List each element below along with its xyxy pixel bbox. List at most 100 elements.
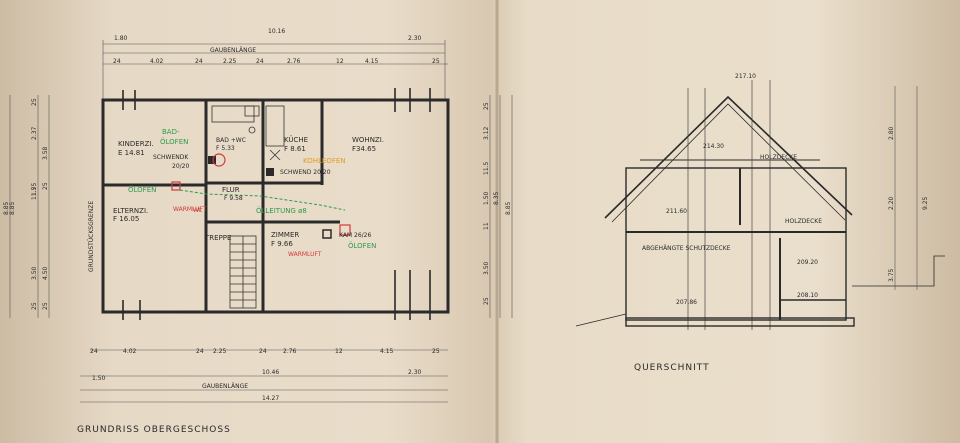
bottom-chain-6: 12 (335, 348, 343, 355)
right-dim-5: 3.50 (483, 261, 490, 275)
oil-line (179, 189, 346, 211)
left-dim-2: 3.58 (42, 146, 49, 160)
kitchen-fixtures (265, 105, 285, 161)
top-chain-0: 24 (113, 58, 121, 65)
room-zimmer-area: F 9.66 (271, 240, 293, 248)
annot-oelofen-left: ÖLOFEN (128, 185, 156, 194)
room-flur-label: FLUR (222, 186, 240, 194)
left-dim-11: 8.85 (9, 201, 16, 215)
room-wohn-area: F34.65 (352, 145, 376, 153)
top-left-dim: 1.80 (114, 35, 128, 42)
right-dim-1: 3.12 (483, 126, 490, 140)
red-marker-kam-icon (339, 224, 351, 236)
left-dim-1: 2.37 (31, 126, 38, 140)
bottom-total-dim: 10.46 (262, 369, 279, 376)
bottom-right-dim: 2.30 (408, 369, 422, 376)
sec-dim-1: 2.20 (888, 196, 895, 210)
level-5: 207.86 (676, 299, 697, 306)
sec-dim-2: 3.75 (888, 268, 895, 282)
left-dim-5: 11.5 (31, 186, 38, 200)
left-dim-3: 25 (42, 182, 49, 190)
sec-dim-3: 9.25 (922, 196, 929, 210)
bottom-chain-3: 2.25 (213, 348, 227, 355)
level-1: 214.30 (703, 143, 724, 150)
label-holzdecke-2: HOLZDECKE (785, 218, 822, 225)
level-0: 217.10 (735, 73, 756, 80)
room-bad-label: BAD +WC (216, 137, 246, 144)
plan-title: GRUNDRISS OBERGESCHOSS (77, 425, 231, 435)
top-chain-2: 24 (195, 58, 203, 65)
top-chain-8: 25 (432, 58, 440, 65)
right-dim-8: 8.85 (505, 201, 512, 215)
room-kueche-area: F 8.61 (284, 145, 306, 153)
bottom-overall-dim: 14.27 (262, 395, 279, 402)
level-2: 211.60 (666, 208, 687, 215)
annot-warmluft: WARMLUFT (173, 206, 207, 213)
annot-oelleitung: ÖLLEITUNG ø8 (256, 206, 307, 215)
left-dim-6: 3.50 (31, 266, 38, 280)
label-schutzdecke: ABGEHÄNGTE SCHUTZDECKE (642, 245, 731, 252)
annot-warmluft2: WARMLUFT (288, 251, 322, 258)
room-kinder-area: E 14.81 (118, 149, 145, 157)
annot-wl: WL (193, 207, 203, 214)
bottom-gaube-label: GAUBENLÄNGE (202, 383, 248, 390)
annot-oelofen-right: ÖLOFEN (348, 241, 376, 250)
level-3: 209.20 (797, 259, 818, 266)
side-label: GRUNDSTÜCKSGRENZE (88, 201, 95, 272)
room-kueche-label: KÜCHE (284, 135, 308, 144)
annot-kohle: KOHLEOFEN (303, 157, 346, 165)
bottom-left-dim: 1.50 (92, 375, 106, 382)
left-dim-10: 8.85 (3, 201, 10, 215)
annot-bad: BAD- (162, 128, 180, 136)
right-dim-6: 25 (483, 297, 490, 305)
chimney-kam-icon (322, 229, 332, 239)
room-eltern-label: ELTERNZI. (113, 207, 148, 215)
label-holzdecke-1: HOLZDECKE (760, 154, 797, 161)
schwend-size: 20/20 (172, 163, 189, 170)
left-dim-8: 25 (31, 302, 38, 310)
room-kinder-label: KINDERZI. (118, 140, 154, 148)
chimney-kitchen-icon (266, 168, 274, 176)
bottom-chain-1: 4.02 (123, 348, 137, 355)
section-title: QUERSCHNITT (634, 363, 710, 373)
room-zimmer-label: ZIMMER (271, 231, 299, 239)
top-gaube-label: GAUBENLÄNGE (210, 47, 256, 54)
left-dim-9: 25 (42, 302, 49, 310)
bottom-chain-4: 24 (259, 348, 267, 355)
top-total-dim: 10.16 (268, 28, 285, 35)
top-chain-1: 4.02 (150, 58, 164, 65)
bottom-dimension-chain: 24 4.02 24 2.25 24 2.76 12 4.15 25 (90, 348, 440, 355)
kam-label: KAM 26/26 (339, 232, 371, 239)
right-dim-3: 1.50 (483, 191, 490, 205)
left-dim-0: 25 (31, 98, 38, 106)
right-dim-7: 8.35 (493, 191, 500, 205)
chimney-schwend-icon (208, 156, 216, 164)
schwend-label: SCHWENDK (153, 154, 189, 161)
bathroom-fixtures (211, 105, 260, 134)
bottom-chain-8: 25 (432, 348, 440, 355)
bottom-chain-0: 24 (90, 348, 98, 355)
top-chain-6: 12 (336, 58, 344, 65)
right-dim-2: 11.5 (483, 161, 490, 175)
bottom-chain-2: 24 (196, 348, 204, 355)
room-treppe-label: TREPPE (204, 234, 231, 242)
stair-symbol (229, 235, 257, 309)
bottom-chain-7: 4.15 (380, 348, 394, 355)
level-4: 208.10 (797, 292, 818, 299)
left-dim-7: 4.50 (42, 266, 49, 280)
schwend2-label: SCHWEND 20/20 (280, 169, 331, 176)
annot-oelofen2: ÖLOFEN (160, 137, 188, 146)
red-marker-bad-icon (212, 153, 226, 167)
room-eltern-area: F 16.05 (113, 215, 139, 223)
red-marker-flur-icon (171, 181, 181, 191)
top-chain-3: 2.25 (223, 58, 237, 65)
top-chain-7: 4.15 (365, 58, 379, 65)
floor-plan: GRUNDSTÜCKSGRENZE 1.80 10.16 2.30 GAUBEN… (3, 28, 513, 435)
cross-section: 217.10 214.30 211.60 209.20 208.10 207.8… (575, 73, 945, 373)
bottom-chain-5: 2.76 (283, 348, 297, 355)
